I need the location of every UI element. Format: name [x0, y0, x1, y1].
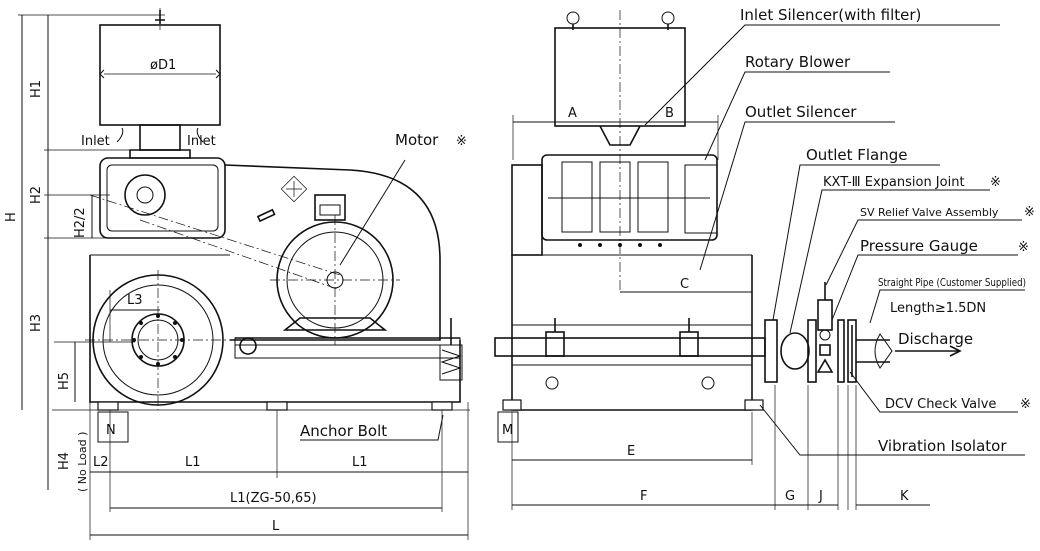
dim-C: C	[680, 277, 689, 292]
outlet-flange	[764, 319, 778, 383]
dim-F: F	[640, 489, 647, 504]
dim-H2-2: H2/2	[73, 207, 88, 238]
dim-H4: H4	[57, 452, 72, 470]
anchor-feet-left	[97, 401, 453, 411]
relief-valve-label: SV Relief Valve Assembly	[860, 206, 999, 219]
inlet-silencer-left	[99, 24, 221, 126]
dim-G: G	[785, 489, 795, 504]
dim-A: A	[568, 106, 577, 121]
dim-no-load: ( No Load )	[76, 432, 89, 492]
outlet-silencer-label: Outlet Silencer	[745, 103, 857, 121]
dim-K: K	[900, 489, 909, 504]
pressure-gauge-mark: ※	[1018, 240, 1029, 255]
dim-J: J	[818, 489, 823, 504]
motor-label: Motor	[395, 131, 439, 149]
dim-H3: H3	[29, 314, 44, 332]
expansion-joint	[780, 332, 810, 370]
discharge-label: Discharge	[898, 330, 973, 348]
dim-L1-left: L1	[185, 455, 201, 470]
dim-M: M	[502, 423, 513, 438]
dim-N: N	[106, 423, 116, 438]
check-valve-label: DCV Check Valve	[885, 397, 996, 412]
vibration-isolator-label: Vibration Isolator	[878, 437, 1007, 455]
straight-pipe-label: Straight Pipe (Customer Supplied)	[878, 276, 1026, 289]
length-label: Length≥1.5DN	[890, 301, 986, 316]
base-frame-left	[89, 255, 461, 403]
dim-L: L	[272, 519, 280, 534]
relief-valve	[817, 299, 833, 331]
dim-E: E	[627, 444, 635, 459]
dim-L1-zg: L1(ZG-50,65)	[230, 491, 317, 506]
dim-H: H	[4, 212, 19, 222]
outlet-silencer-base	[511, 255, 753, 411]
dim-D1: øD1	[150, 58, 176, 73]
blower-body-left	[99, 157, 226, 239]
expansion-joint-mark: ※	[990, 175, 1001, 190]
check-valve-mark: ※	[1020, 397, 1031, 412]
rotary-blower-label: Rotary Blower	[745, 53, 851, 71]
expansion-joint-label: KXT-Ⅲ Expansion Joint	[823, 175, 965, 190]
dim-H2: H2	[29, 186, 44, 204]
check-valve	[847, 319, 857, 383]
left-view: øD1 Inlet Inlet Motor ※	[4, 8, 470, 540]
dim-L3: L3	[127, 293, 143, 308]
belt-guard	[224, 164, 441, 341]
pressure-gauge-label: Pressure Gauge	[860, 237, 978, 255]
inlet-silencer-label: Inlet Silencer(with filter)	[740, 6, 921, 24]
dim-L1-right: L1	[352, 455, 368, 470]
dim-L2: L2	[93, 455, 109, 470]
motor-optional-mark: ※	[456, 134, 467, 149]
outlet-flange-label: Outlet Flange	[806, 146, 907, 164]
anchor-bolt-label: Anchor Bolt	[300, 422, 387, 440]
dim-H1: H1	[29, 80, 44, 98]
dim-B: B	[665, 106, 674, 121]
dim-H5: H5	[57, 372, 72, 390]
inlet-right-label: Inlet	[187, 134, 216, 149]
inlet-left-label: Inlet	[81, 134, 110, 149]
right-view: A B C	[494, 6, 1035, 510]
relief-valve-mark: ※	[1024, 205, 1035, 220]
